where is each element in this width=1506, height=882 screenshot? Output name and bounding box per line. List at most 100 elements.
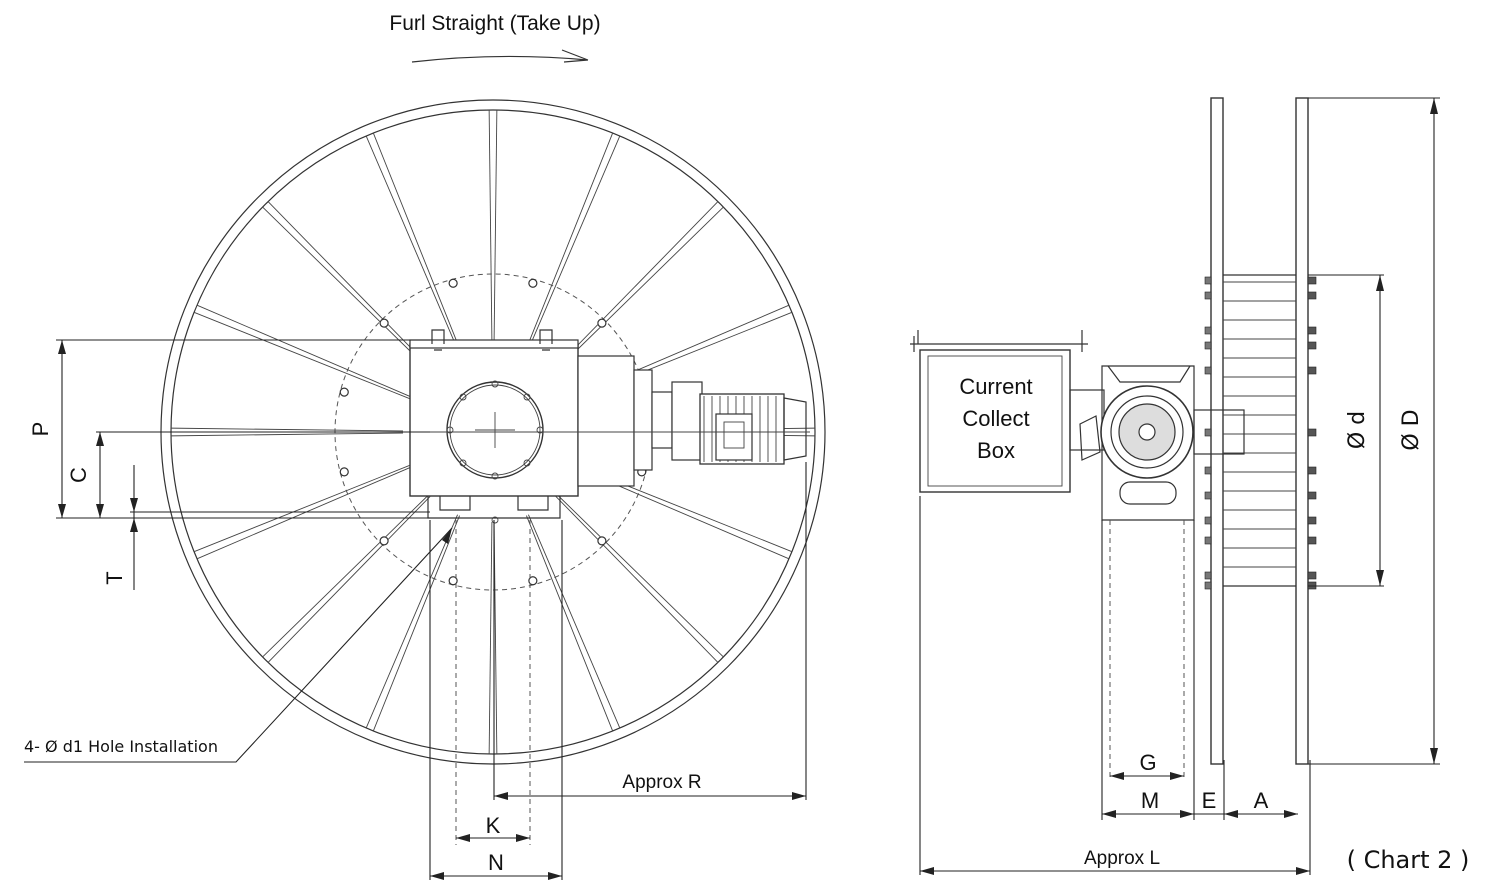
motor-endcap bbox=[671, 381, 703, 461]
hub-bolt-tl bbox=[459, 393, 467, 401]
rotation-title: Furl Straight (Take Up) bbox=[389, 12, 600, 35]
hub-bolt-tr bbox=[523, 393, 531, 401]
spoke-line bbox=[555, 201, 719, 368]
motor-adapter bbox=[651, 391, 673, 449]
flange-bolt-inner bbox=[1204, 428, 1212, 437]
side-hub bbox=[1193, 409, 1245, 455]
label-e: E bbox=[1202, 788, 1217, 813]
collect-box-inner bbox=[927, 355, 1063, 487]
spoke-line bbox=[193, 311, 410, 399]
label-g: G bbox=[1139, 750, 1156, 775]
spoke-line bbox=[267, 496, 431, 663]
t-arrows bbox=[130, 498, 138, 532]
spoke-line bbox=[372, 515, 460, 732]
spoke-line bbox=[267, 201, 431, 368]
bolt-hole bbox=[448, 576, 458, 586]
flange-outer bbox=[1295, 97, 1309, 765]
spoke-line bbox=[526, 132, 614, 349]
spoke-line bbox=[528, 514, 621, 729]
bolt-hole bbox=[528, 278, 538, 288]
hub-bolt-bl bbox=[459, 459, 467, 467]
label-m: M bbox=[1141, 788, 1159, 813]
label-n: N bbox=[488, 850, 504, 875]
hub-bolt-bottom bbox=[491, 472, 499, 480]
motor-face-mid bbox=[1110, 395, 1184, 469]
rotation-arrow bbox=[411, 49, 589, 63]
gearbox-foot bbox=[427, 496, 561, 519]
hub-bolt-right bbox=[536, 426, 544, 434]
spoke-line bbox=[526, 515, 614, 732]
label-phi-d: Ø d bbox=[1345, 411, 1370, 449]
spoke-line bbox=[365, 514, 458, 729]
flange-bolt-inner bbox=[1204, 276, 1212, 285]
bolt-hole bbox=[379, 536, 389, 546]
flange-bolt bbox=[1307, 276, 1317, 285]
side-gearbox-top bbox=[1107, 365, 1191, 383]
gear-reducer bbox=[577, 355, 635, 487]
spoke-line bbox=[171, 427, 404, 432]
label-phi-D: Ø D bbox=[1399, 409, 1424, 450]
side-junction bbox=[1079, 415, 1101, 461]
spoke-line bbox=[262, 494, 429, 658]
collect-box-bracket bbox=[910, 330, 1088, 352]
lift-eye-right bbox=[539, 329, 553, 351]
hub-bolt-top bbox=[491, 380, 499, 388]
hub-inner bbox=[449, 384, 541, 476]
label-c: C bbox=[66, 467, 91, 483]
flange-bolt bbox=[1307, 341, 1317, 350]
spoke-line bbox=[528, 135, 621, 350]
spoke-line bbox=[372, 132, 460, 349]
spoke-line bbox=[196, 304, 411, 397]
spoke-line bbox=[488, 110, 493, 343]
bolt-hole bbox=[528, 576, 538, 586]
spoke-line bbox=[557, 206, 724, 370]
bolt-hole bbox=[448, 278, 458, 288]
flange-bolt bbox=[1307, 291, 1317, 300]
side-gearbox-slot bbox=[1119, 481, 1177, 505]
box-label-line3: Box bbox=[977, 438, 1015, 463]
spoke-line bbox=[365, 135, 458, 350]
label-approx-r: Approx R bbox=[622, 772, 701, 793]
motor-flange bbox=[633, 369, 653, 471]
label-a: A bbox=[1254, 788, 1269, 813]
label-k: K bbox=[486, 813, 501, 838]
chart-caption: ( Chart 2 ) bbox=[1347, 846, 1470, 874]
flange-bolt bbox=[1307, 326, 1317, 335]
flange-bolt bbox=[1307, 536, 1317, 545]
flange-bolt-inner bbox=[1204, 571, 1212, 580]
drum-bars bbox=[1223, 274, 1296, 587]
flange-bolt-inner bbox=[1204, 491, 1212, 500]
spoke-line bbox=[555, 496, 719, 663]
n-arrows bbox=[430, 872, 562, 880]
bolt-hole bbox=[379, 318, 389, 328]
flange-bolt-inner bbox=[1204, 326, 1212, 335]
label-approx-l: Approx L bbox=[1084, 848, 1160, 869]
flange-bolt-inner bbox=[1204, 516, 1212, 525]
side-view: Current Collect Box G M E A Approx bbox=[910, 97, 1470, 875]
foot-bolt bbox=[491, 516, 499, 524]
hub-bolt-br bbox=[523, 459, 531, 467]
spoke-line bbox=[196, 467, 411, 560]
flange-bolt-inner bbox=[1204, 581, 1212, 590]
bolt-hole bbox=[597, 318, 607, 328]
flange-bolt bbox=[1307, 428, 1317, 437]
flange-bolt-inner bbox=[1204, 341, 1212, 350]
hole-leader-arrow bbox=[442, 528, 452, 544]
motor-shaft-end bbox=[1138, 423, 1156, 441]
flange-bolt bbox=[1307, 491, 1317, 500]
label-t: T bbox=[102, 571, 127, 584]
collect-box bbox=[919, 349, 1071, 493]
motor-terminal-box bbox=[715, 413, 753, 461]
spoke-line bbox=[262, 206, 429, 370]
bolt-hole bbox=[339, 387, 349, 397]
hub-bolt-left bbox=[446, 426, 454, 434]
lift-eye-left bbox=[431, 329, 445, 351]
gearbox-top-plate bbox=[409, 339, 579, 349]
flange-bolt bbox=[1307, 466, 1317, 475]
motor-terminal-inner bbox=[723, 421, 745, 449]
bolt-hole bbox=[339, 467, 349, 477]
spoke-line bbox=[171, 432, 404, 437]
flange-bolt-inner bbox=[1204, 536, 1212, 545]
label-p: P bbox=[28, 422, 53, 437]
